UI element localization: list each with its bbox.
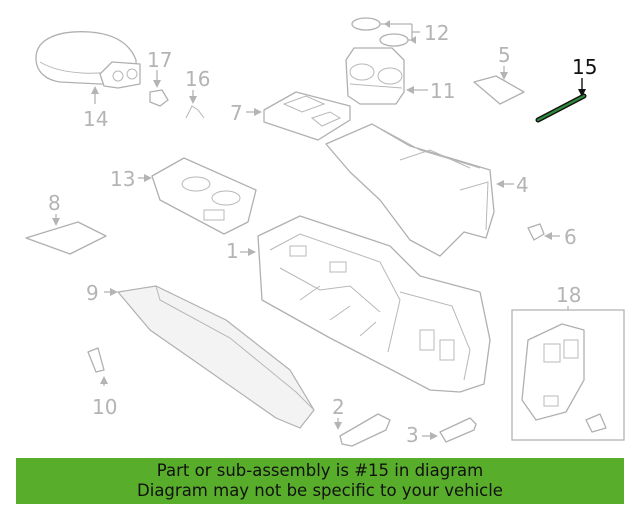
callout-5: 5 [498,43,511,67]
part-2-bracket [339,413,391,447]
callout-6: 6 [564,225,577,249]
notice-banner: Part or sub-assembly is #15 in diagram D… [16,458,624,504]
callout-9: 9 [86,281,99,305]
part-6-clip [527,223,545,241]
callout-17: 17 [147,48,172,72]
part-8-mat [25,221,107,255]
part-7-console-tray [263,91,351,141]
part-12-cup-rings [351,17,409,47]
part-13-shifter-bezel [151,157,257,235]
callout-7: 7 [230,101,243,125]
callout-13: 13 [110,167,135,191]
callout-3: 3 [406,423,419,447]
part-16-bracket [185,105,205,119]
part-11-cup-holder [345,47,405,105]
callout-1: 1 [226,239,239,263]
part-9-side-panel [117,285,315,429]
callout-8: 8 [48,191,61,215]
part-14-armrest [35,31,141,89]
callout-10: 10 [92,395,117,419]
callout-14: 14 [83,107,108,131]
callout-11: 11 [430,79,455,103]
part-4-side-panel [325,123,495,257]
callout-2: 2 [332,395,345,419]
part-10-clip [87,347,105,373]
part-15-trim-strip[interactable] [535,93,587,123]
callout-12: 12 [424,21,449,45]
callout-16: 16 [185,67,210,91]
parts-diagram: 14 17 16 12 11 5 15 7 [25,17,625,447]
part-1-console-body [257,215,491,393]
part-5-pad [473,75,525,105]
part-17-clip [149,89,169,107]
callout-15: 15 [572,55,597,79]
callout-18: 18 [556,283,581,307]
banner-line-2: Diagram may not be specific to your vehi… [137,481,503,500]
callout-4: 4 [516,173,529,197]
part-18-rear-vent [521,323,607,433]
banner-line-1: Part or sub-assembly is #15 in diagram [156,461,484,480]
part-3-bracket [439,417,477,443]
